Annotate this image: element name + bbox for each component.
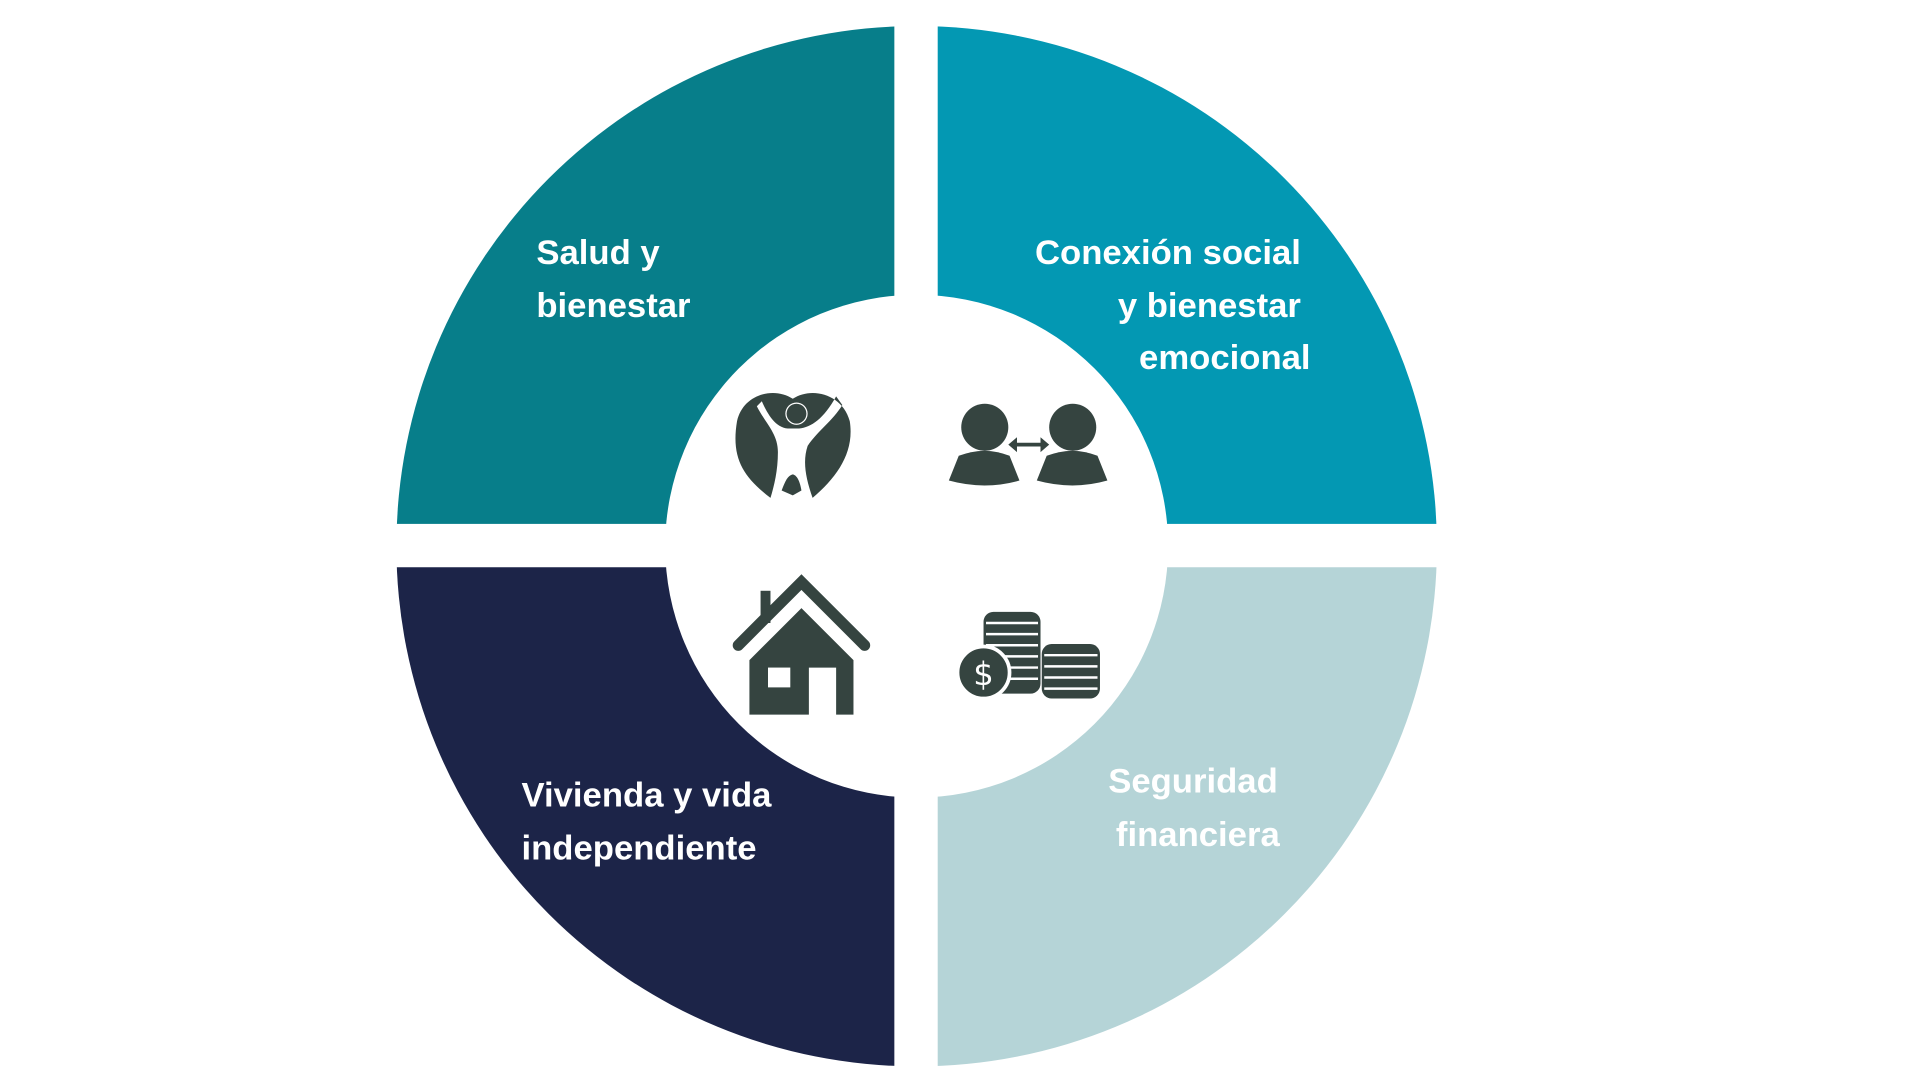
coins-icon: $ <box>955 611 1100 701</box>
coin-stack-short <box>1041 644 1100 699</box>
label-vivienda: Vivienda y vida independiente <box>521 776 781 867</box>
two-people-icon <box>948 403 1108 486</box>
house-icon <box>732 574 871 715</box>
label-seguridad: Seguridad financiera <box>1108 763 1287 854</box>
label-salud: Salud y bienestar <box>536 234 690 325</box>
person-heart-icon <box>735 393 851 498</box>
center-circle <box>665 294 1169 798</box>
svg-text:$: $ <box>973 655 993 693</box>
label-conexion: Conexión social y bienestar emocional <box>1035 234 1311 377</box>
